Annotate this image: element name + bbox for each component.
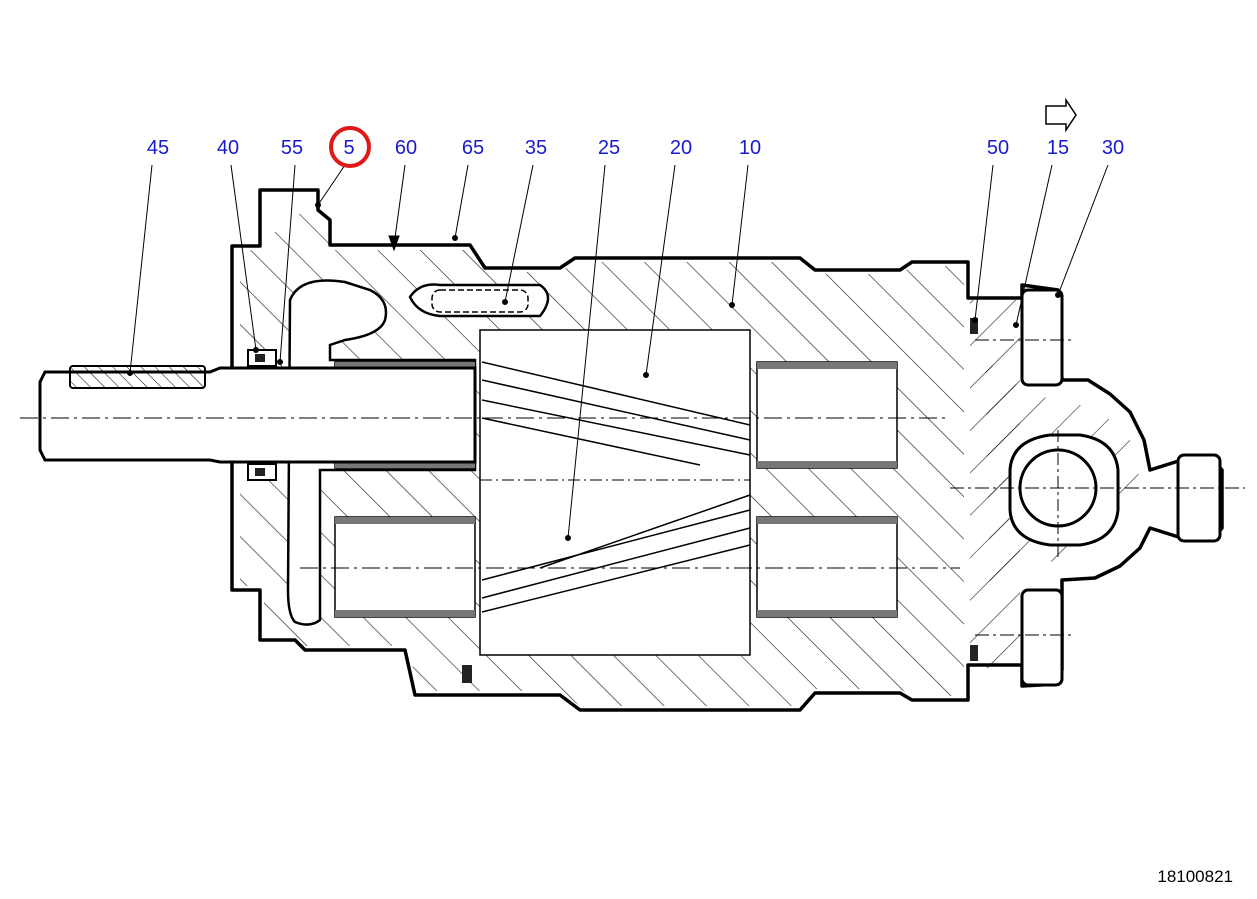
callout-10[interactable]: 10 bbox=[738, 137, 762, 159]
callout-30[interactable]: 30 bbox=[1101, 137, 1125, 159]
drawing-number: 18100821 bbox=[1157, 867, 1233, 886]
callout-15[interactable]: 15 bbox=[1046, 137, 1070, 159]
port-fitting bbox=[950, 430, 1245, 560]
flow-arrow-icon bbox=[1045, 97, 1077, 133]
callout-35[interactable]: 35 bbox=[524, 137, 548, 159]
callout-65[interactable]: 65 bbox=[461, 137, 485, 159]
bolts bbox=[975, 288, 1222, 687]
shaft-seal bbox=[247, 349, 277, 481]
callout-45[interactable]: 45 bbox=[146, 137, 170, 159]
dowel-pin bbox=[408, 283, 550, 318]
leader-lines bbox=[127, 164, 1109, 541]
callout-55[interactable]: 55 bbox=[280, 137, 304, 159]
callout-25[interactable]: 25 bbox=[597, 137, 621, 159]
callout-60[interactable]: 60 bbox=[394, 137, 418, 159]
callout-20[interactable]: 20 bbox=[669, 137, 693, 159]
helical-gears bbox=[480, 361, 751, 613]
callout-5[interactable]: 5 bbox=[343, 137, 355, 159]
callout-50[interactable]: 50 bbox=[986, 137, 1010, 159]
o-rings bbox=[462, 318, 978, 683]
callout-40[interactable]: 40 bbox=[216, 137, 240, 159]
drive-shaft bbox=[20, 365, 960, 569]
